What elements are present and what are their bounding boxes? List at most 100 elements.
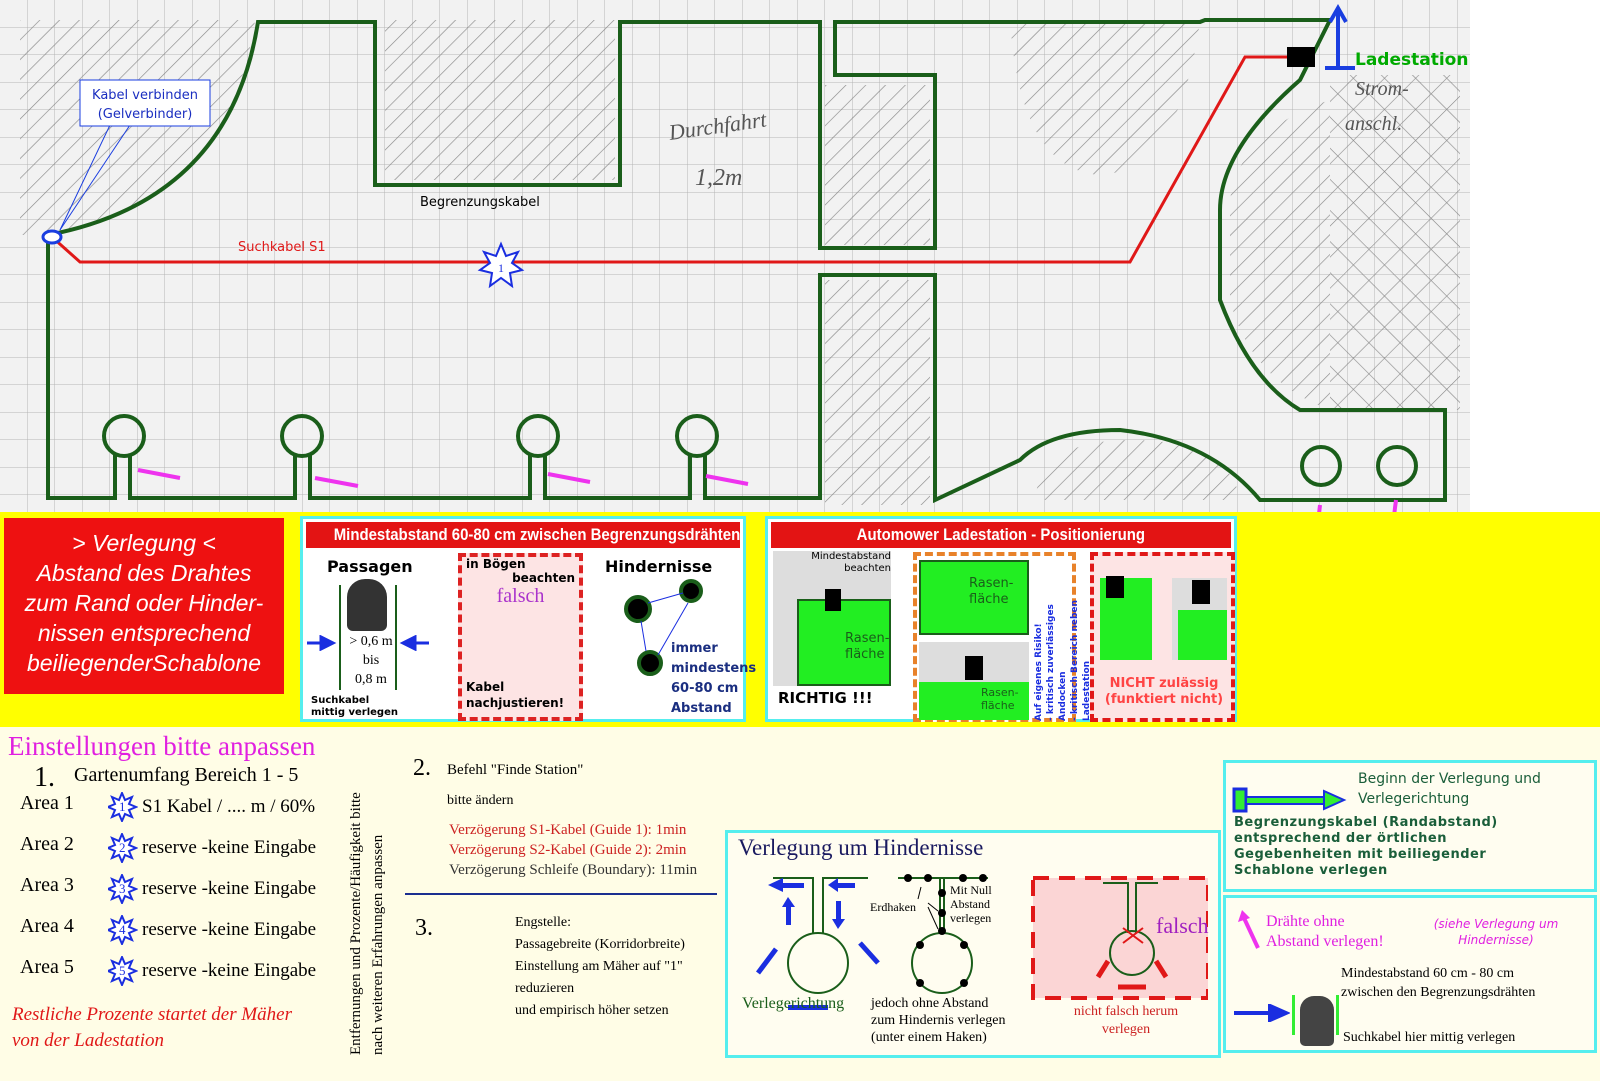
s3-line: Passagebreite (Korridorbreite) (515, 937, 685, 952)
max-distance: 0,8 m (355, 672, 387, 687)
connector-icon (41, 229, 63, 245)
station-panel-title: Automower Ladestation - Positionierung (856, 525, 1146, 544)
mit-abstand: Abstand (950, 897, 990, 911)
star-icon (108, 915, 138, 945)
divider (405, 893, 717, 895)
erdhaken-wrap: Erdhaken (870, 900, 916, 914)
area-text: reserve -keine Eingabe (142, 919, 317, 940)
arrow-left-icon (399, 635, 429, 651)
star-icon (108, 792, 138, 822)
distance-panel-title: Mindestabstand 60-80 cm zwischen Begrenz… (333, 525, 741, 544)
abstand: Abstand (671, 701, 732, 716)
settings-title: Einstellungen bitte anpassen (8, 731, 316, 761)
bis: bis (362, 653, 380, 668)
connector-label: Kabel verbinden (92, 88, 198, 103)
area-text: reserve -keine Eingabe (142, 878, 317, 899)
station-panel: Automower Ladestation - Positionierung M… (765, 516, 1237, 722)
s1: (siehe Verlegung um (1433, 917, 1559, 931)
d2: Abstand verlegen! (1266, 933, 1384, 950)
guide-wire-s1 (51, 55, 1290, 264)
nicht-2: verlegen (1101, 1022, 1151, 1037)
mit-verlegen: verlegen (950, 911, 992, 925)
intro-line: > Verlegung < (72, 530, 216, 556)
delay-boundary: Verzögerung Schleife (Boundary): 11min (449, 862, 698, 878)
s3-line: reduzieren (515, 981, 575, 996)
such-label: Suchkabel hier mittig verlegen (1343, 1030, 1516, 1045)
legend-line: entsprechend der örtlichen (1234, 831, 1447, 846)
jedoch-2: zum Hindernis verlegen (871, 1013, 1006, 1028)
power-label: Strom- (1355, 78, 1409, 100)
garden-plan-map: Kabel verbinden (Gelverbinder) Begrenzun… (0, 0, 1600, 512)
star-number: 1 (498, 261, 504, 275)
intro-box: > Verlegung < Abstand des Drahtes zum Ra… (4, 518, 284, 694)
boegen-label: in Bögen (466, 557, 526, 571)
area-name: Area 3 (20, 874, 74, 896)
s3-line: Einstellung am Mäher auf "1" (515, 959, 683, 974)
map-margin (1470, 0, 1600, 512)
intro-line: beiliegenderSchablone (26, 650, 262, 676)
rasen: Rasen- (845, 631, 890, 646)
rasen: Rasen- (981, 686, 1019, 699)
intro-line: Abstand des Drahtes (36, 560, 252, 586)
risk-diagram-lower: Rasen-fläche (919, 642, 1029, 720)
area-text: reserve -keine Eingabe (142, 960, 317, 981)
falsch-label: falsch (496, 585, 545, 607)
lawn-area (919, 560, 1029, 635)
risk-line: - kritisch zuverlässiges Andocken (1046, 604, 1068, 721)
lawn-area (1178, 610, 1227, 660)
boegen-label-2: beachten (512, 571, 575, 585)
erdhaken-label: Erdhaken (870, 900, 916, 914)
station-icon (1192, 580, 1210, 604)
star-number: 5 (119, 963, 126, 978)
mindestens: mindestens (671, 661, 757, 676)
s3-line: und empirisch höher setzen (515, 1003, 669, 1018)
obstacle-loops (102, 414, 1418, 487)
lawn-area (797, 599, 891, 686)
magenta-arrows (137, 468, 1398, 512)
connector-label-2: (Gelverbinder) (98, 107, 193, 122)
station-icon (1106, 576, 1124, 598)
s2: Hindernisse) (1458, 933, 1534, 947)
obstacle-diagrams (756, 874, 1208, 1010)
direction-label: Verlegerichtung (742, 995, 845, 1012)
area-text: reserve -keine Eingabe (142, 837, 317, 858)
area-name: Area 1 (20, 792, 74, 814)
m1: Mindestabstand 60 cm - 80 cm (1341, 966, 1515, 981)
m2: zwischen den Begrenzungsdrähten (1341, 985, 1536, 1000)
arrow-right-icon (1234, 1004, 1290, 1022)
station-label: Ladestation (1355, 50, 1468, 70)
wire-line (1292, 995, 1295, 1035)
section-1-number: 1. (34, 762, 55, 793)
star-number: 1 (119, 799, 126, 814)
passage-width: 1,2m (695, 165, 742, 191)
distance-panel-title-bar: Mindestabstand 60-80 cm zwischen Begrenz… (306, 522, 740, 548)
risk-diagram: Rasen-fläche Rasen-fläche Auf eigenes Ri… (913, 552, 1092, 722)
grid-paper (0, 0, 1470, 512)
nicht-label-2: (funktiert nicht) (1104, 692, 1224, 707)
section-2-sub: bitte ändern (447, 793, 514, 808)
jedoch-3: (unter einem Haken) (871, 1030, 987, 1045)
nicht: nicht falsch herum (1073, 1004, 1179, 1019)
not-allowed-diagram-2 (1172, 578, 1227, 660)
area-name: Area 4 (20, 915, 74, 937)
wire-line (1336, 995, 1339, 1035)
star-icon (108, 833, 138, 863)
mind-label: Mindestabstand (811, 551, 891, 562)
rasen-2: fläche (981, 699, 1015, 712)
d1: Drähte ohne (1266, 913, 1345, 930)
rest-note-2: von der Ladestation (12, 1030, 164, 1051)
jedoch: jedoch ohne Abstand (871, 996, 989, 1011)
star-number: 2 (119, 840, 126, 855)
arrow-right-icon (307, 635, 337, 651)
kabel-label: Kabel (466, 680, 505, 694)
vertical-note-2: nach weiteren Erfahrungen anpassen (370, 834, 386, 1055)
rasen: Rasen- (969, 576, 1014, 591)
